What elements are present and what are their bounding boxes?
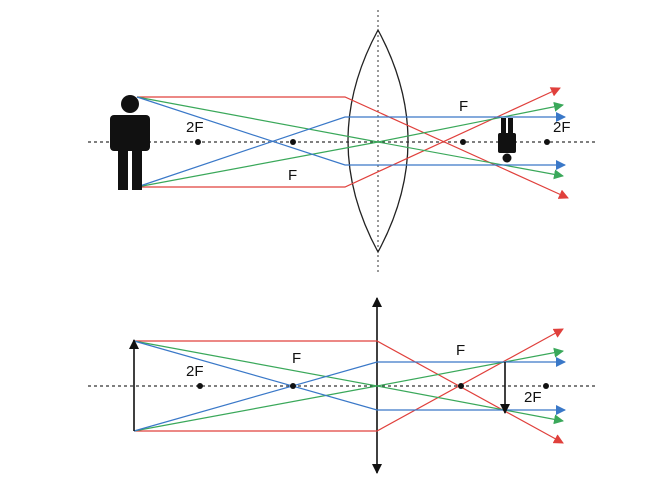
top-label-f-top: F xyxy=(459,98,468,115)
top-panel: 2F F F 2F xyxy=(88,10,598,272)
bottom-panel: 2F F F 2F xyxy=(88,297,598,474)
bottom-label-f-left: F xyxy=(292,350,301,367)
bottom-label-2f-left: 2F xyxy=(186,363,204,380)
top-label-2f-left: 2F xyxy=(186,119,204,136)
top-label-2f-right: 2F xyxy=(553,119,571,136)
top-blue-rays xyxy=(136,96,566,188)
bottom-focal-points xyxy=(197,383,549,389)
bottom-label-2f-right: 2F xyxy=(524,389,542,406)
top-focal-points xyxy=(195,139,550,145)
person-object-icon xyxy=(110,95,150,190)
top-convex-lens xyxy=(347,28,409,254)
top-red-rays xyxy=(137,87,569,199)
top-label-f-bottom: F xyxy=(288,167,297,184)
inverted-person-image-icon xyxy=(498,118,516,163)
bottom-label-f-right: F xyxy=(456,342,465,359)
